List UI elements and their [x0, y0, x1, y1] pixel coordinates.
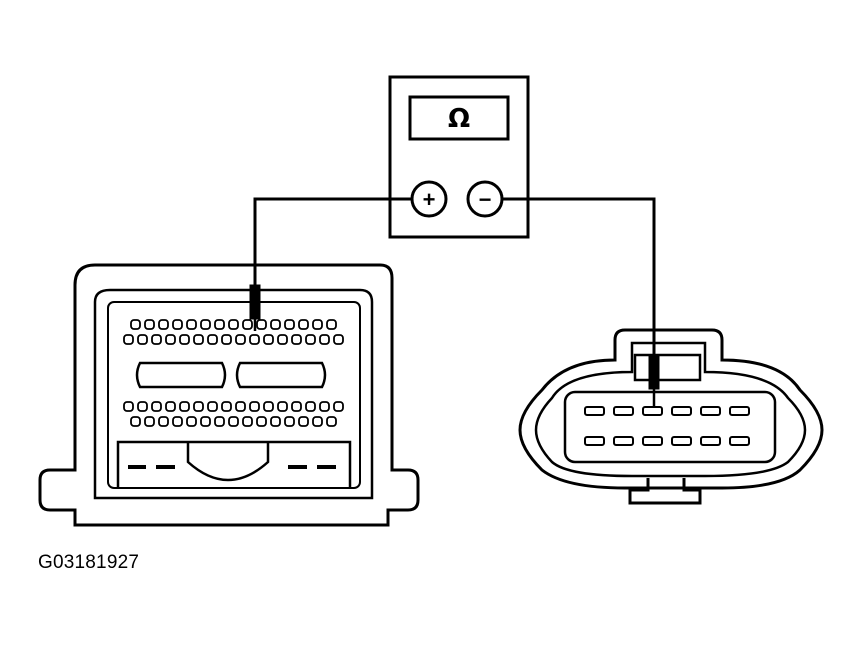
ohm-symbol: Ω	[448, 104, 470, 134]
negative-probe	[648, 354, 660, 408]
ohmmeter-display	[408, 95, 510, 141]
module-bottom-pin-rows	[123, 401, 344, 427]
sensor-terminal-rows	[584, 406, 750, 446]
sensor-connector-outer-shell	[518, 328, 824, 490]
positive-lead	[253, 197, 412, 285]
module-connector-inner-shell	[93, 288, 374, 500]
sensor-connector-mount-tab	[628, 478, 702, 505]
ohmmeter: Ω + −	[388, 75, 530, 239]
sensor-connector-inner-shell	[534, 341, 807, 478]
positive-probe	[249, 284, 261, 331]
module-connector	[38, 263, 420, 527]
negative-probe-tip	[648, 354, 660, 390]
figure-id: G03181927	[38, 552, 140, 573]
module-connector-face	[107, 301, 361, 489]
module-top-pin-rows	[123, 319, 344, 345]
negative-terminal-label: −	[479, 187, 492, 212]
module-connector-outer-shell	[38, 263, 420, 527]
sensor-connector-face	[563, 390, 777, 464]
negative-lead	[502, 197, 656, 355]
positive-probe-tip	[249, 284, 261, 320]
positive-terminal-label: +	[423, 187, 436, 212]
test-leads	[253, 197, 656, 355]
sensor-connector	[518, 328, 824, 505]
module-large-terminals	[135, 361, 327, 389]
module-keyway	[116, 440, 352, 488]
sensor-connector-lock-tab	[633, 353, 702, 382]
